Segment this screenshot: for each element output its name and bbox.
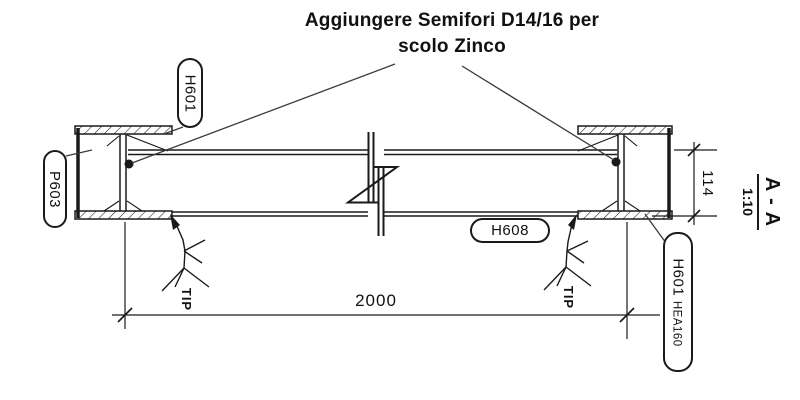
tip-note-right-label: TIP [561,285,577,309]
dimension-length-value: 2000 [355,291,397,310]
drawing-note-line2: scolo Zinco [398,36,506,57]
callout-h601-top: H601 [177,58,203,128]
cross-member-right [577,125,673,220]
tip-note-left-label: TIP [179,287,195,311]
callout-p603: P603 [43,150,67,228]
dimension-2000-lines [112,222,660,339]
callout-h601-id: H601 [669,257,687,296]
tip-note-right: TIP [554,282,584,312]
beam-body [128,149,617,217]
weld-symbol-left [161,214,210,292]
dimension-height-value: 114 [698,169,716,197]
callout-h601-hea160-label: H601 HEA160 [670,258,687,346]
callout-h601-top-label: H601 [181,74,199,112]
weld-symbol-right [543,214,592,291]
dimension-height: 114 [692,168,722,198]
callout-p603-label: P603 [46,170,64,208]
cross-member-left [74,125,173,220]
leader-lines [65,63,667,244]
section-scale: 1:10 [740,187,757,217]
section-marker: A - A 1:10 [732,167,792,237]
drawing-note-line1: Aggiungere Semifori D14/16 per [304,10,600,31]
dimension-114-lines [652,142,717,225]
break-symbol [344,132,401,236]
callout-hea160-profile: HEA160 [670,300,683,347]
tip-note-left: TIP [172,284,202,314]
semiforo-dot-left [124,159,134,169]
callout-h608: H608 [470,218,550,243]
callout-h608-label: H608 [491,222,529,239]
drawing-note: Aggiungere Semifori D14/16 per scolo Zin… [252,8,652,60]
callout-h601-hea160: H601 HEA160 [663,232,693,372]
section-name: A - A [757,173,784,231]
